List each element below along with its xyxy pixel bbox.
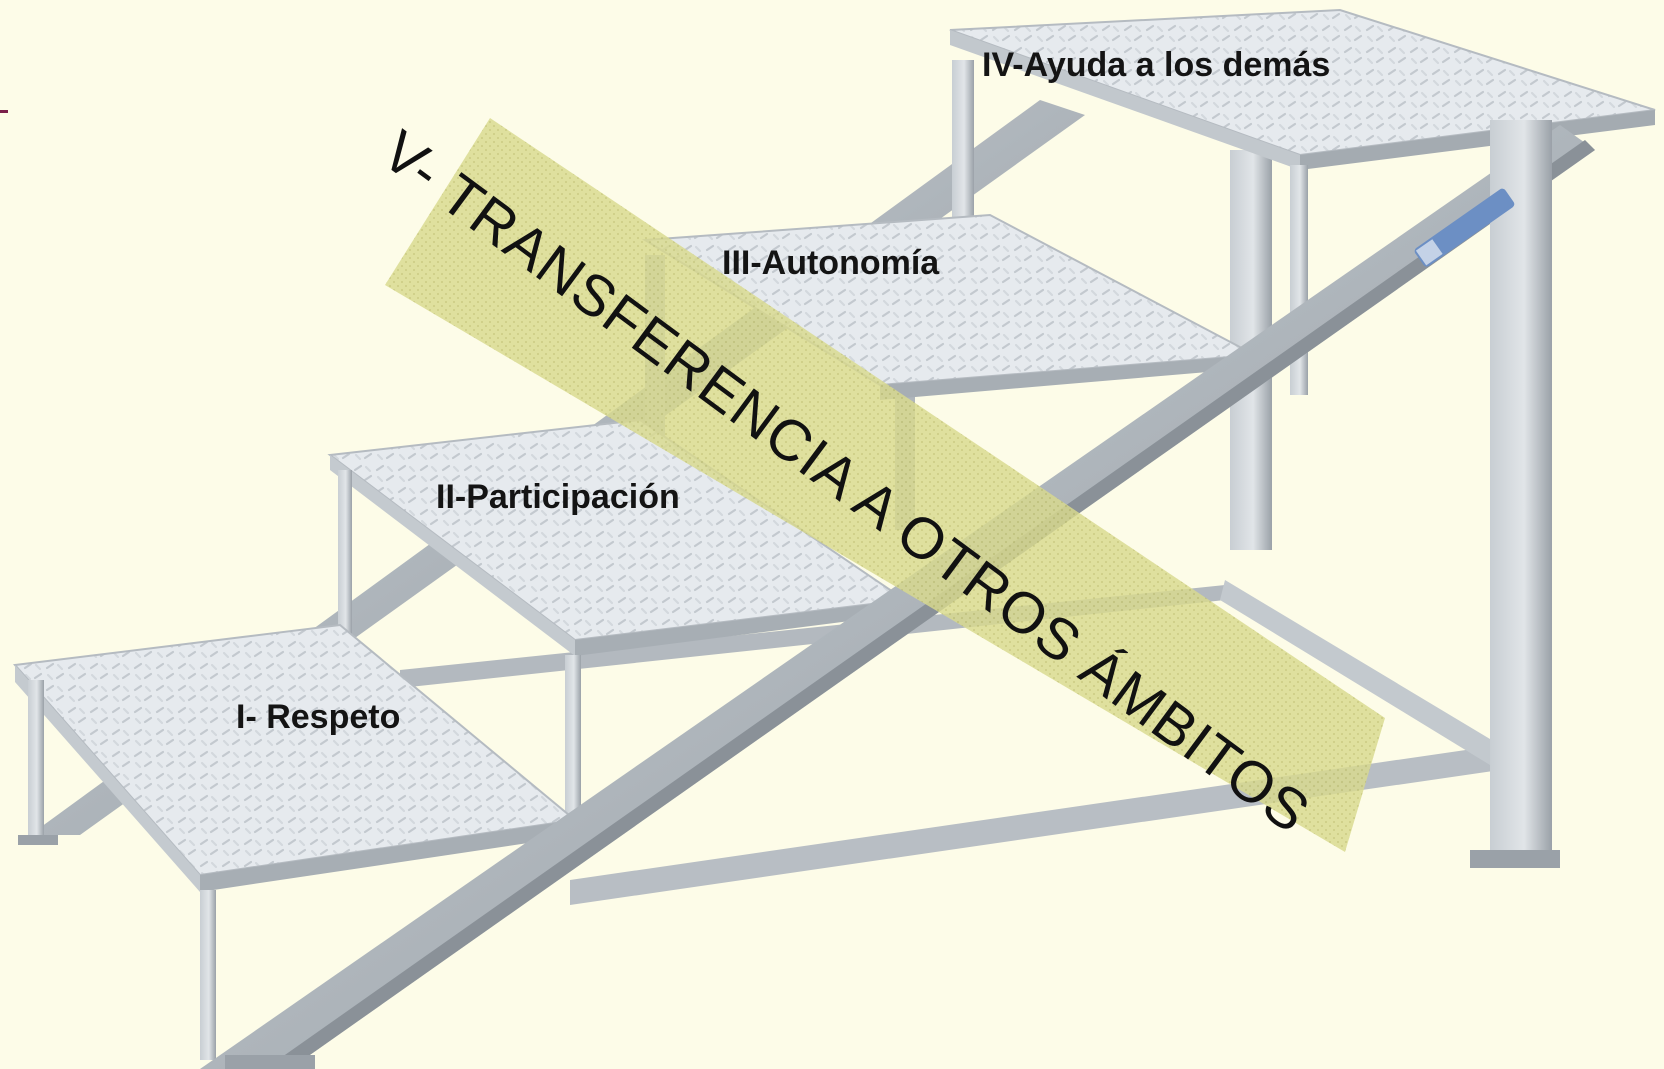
front-stringer (200, 125, 1595, 1069)
brand-logo-icon (1414, 188, 1515, 267)
leg-step1-left (28, 680, 44, 835)
step-label-participacion: II-Participación (436, 478, 680, 516)
leg-step2-front (565, 655, 581, 815)
step-label-ayuda: IV-Ayuda a los demás (982, 46, 1331, 84)
leg-step1-front (200, 890, 216, 1060)
step-label-autonomia: III-Autonomía (722, 244, 940, 282)
rear-post-top (952, 60, 974, 220)
leg-step2-left (338, 470, 352, 660)
side-tube-right (1220, 580, 1500, 765)
step-label-respeto: I- Respeto (236, 698, 401, 736)
front-tall-post (1490, 120, 1552, 865)
edge-mark (0, 110, 8, 113)
transfer-banner (385, 118, 1385, 852)
